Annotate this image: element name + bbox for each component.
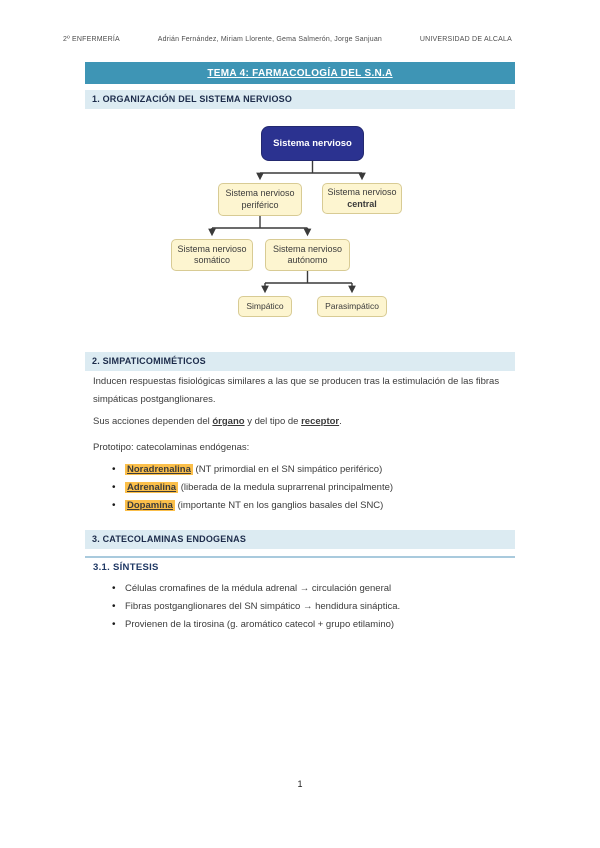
node-sn-autonomo: Sistema nervioso autónomo — [265, 239, 350, 271]
node-sn-periferico: Sistema nervioso periférico — [218, 183, 302, 216]
highlighted-term-noradrenalina: Noradrenalina — [125, 464, 193, 475]
paragraph-acciones: Sus acciones dependen del órgano y del t… — [93, 413, 517, 431]
list-item-text: (NT primordial en el SN simpático perifé… — [192, 464, 383, 475]
section-3-heading: 3. CATECOLAMINAS ENDOGENAS — [85, 530, 515, 549]
node-label: Simpático — [246, 301, 284, 312]
course-label: 2º ENFERMERÍA — [63, 36, 120, 43]
list-item: Noradrenalina (NT primordial en el SN si… — [85, 461, 515, 479]
document-title-link[interactable]: TEMA 4: FARMACOLOGÍA DEL S.N.A — [207, 67, 393, 79]
authors-label: Adrián Fernández, Miriam Llorente, Gema … — [157, 36, 383, 43]
node-simpatico: Simpático — [238, 296, 292, 317]
list-item-text: Provienen de la tirosina (g. aromático c… — [125, 619, 395, 630]
node-label-line1: Sistema nervioso — [225, 188, 295, 199]
highlighted-term-adrenalina: Adrenalina — [125, 482, 179, 493]
paragraph-prototipo: Prototipo: catecolaminas endógenas: — [93, 442, 250, 453]
node-label-line1: Sistema nervioso — [327, 187, 397, 198]
node-label-line2: central — [347, 198, 377, 209]
node-label: Sistema nervioso — [273, 137, 352, 149]
nervous-system-flowchart: Sistema nervioso Sistema nervioso perifé… — [0, 115, 600, 330]
running-header: 2º ENFERMERÍA Adrián Fernández, Miriam L… — [63, 36, 512, 43]
title-bar: TEMA 4: FARMACOLOGÍA DEL S.N.A — [85, 62, 515, 84]
node-parasimpatico: Parasimpático — [317, 296, 387, 317]
list-item: Provienen de la tirosina (g. aromático c… — [85, 616, 515, 634]
catecholamine-list: Noradrenalina (NT primordial en el SN si… — [85, 461, 515, 515]
node-sn-central: Sistema nervioso central — [322, 183, 402, 214]
node-sn-somatico: Sistema nervioso somático — [171, 239, 253, 271]
list-item-text: (importante NT en los ganglios basales d… — [174, 500, 384, 511]
node-label: Parasimpático — [325, 301, 379, 312]
node-label-line1: Sistema nervioso — [177, 243, 247, 254]
node-label-line1: Sistema nervioso — [272, 243, 343, 254]
list-item: Células cromafines de la médula adrenal … — [85, 580, 515, 598]
list-item: Dopamina (importante NT en los ganglios … — [85, 497, 515, 515]
flowchart-connector-lines — [208, 160, 366, 294]
list-item: Adrenalina (liberada de la medula suprar… — [85, 479, 515, 497]
node-label-line2: autónomo — [287, 255, 328, 265]
node-label-line2: periférico — [241, 199, 279, 210]
university-label: UNIVERSIDAD DE ALCALA — [419, 36, 512, 43]
section-2-heading: 2. SIMPATICOMIMÉTICOS — [85, 352, 515, 371]
text-run: Sus acciones dependen del — [93, 416, 213, 427]
list-item-text: (liberada de la medula suprarrenal princ… — [178, 482, 394, 493]
node-sistema-nervioso: Sistema nervioso — [262, 127, 363, 160]
term-receptor: receptor — [301, 416, 340, 427]
section-1-heading: 1. ORGANIZACIÓN DEL SISTEMA NERVIOSO — [85, 90, 515, 109]
list-item-text: Células cromafines de la médula adrenal … — [125, 583, 392, 594]
text-run: . — [339, 416, 342, 427]
subsection-3-1-heading: 3.1. SÍNTESIS — [85, 556, 515, 573]
paragraph-induce-respuestas: Inducen respuestas fisiológicas similare… — [93, 376, 500, 405]
list-item: Fibras postganglionares del SN simpático… — [85, 598, 515, 616]
page-number: 1 — [297, 779, 303, 789]
highlighted-term-dopamina: Dopamina — [125, 500, 175, 511]
synthesis-list: Células cromafines de la médula adrenal … — [85, 580, 515, 634]
term-organo: órgano — [212, 416, 245, 427]
node-label-line2: somático — [193, 255, 230, 265]
list-item-text: Fibras postganglionares del SN simpático… — [125, 601, 401, 612]
text-run: y del tipo de — [244, 416, 302, 427]
